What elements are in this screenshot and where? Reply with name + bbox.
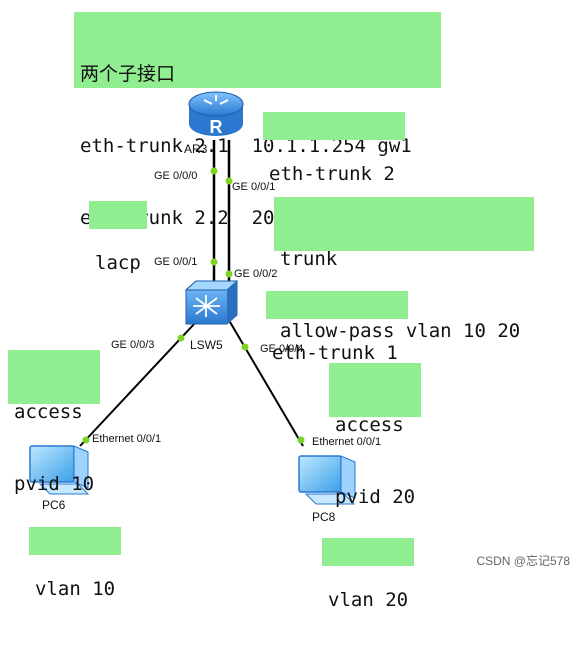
watermark: CSDN @忘记578: [476, 554, 570, 568]
subinterfaces-line-1: eth-trunk 2.1 10.1.1.254 gw1: [80, 135, 412, 157]
switch-name: LSW5: [190, 338, 223, 352]
trunk-line-1: trunk: [280, 248, 338, 270]
switch-eth-trunk-note: eth-trunk 1: [266, 291, 408, 364]
port-label-ar-ge000: GE 0/0/0: [154, 170, 198, 182]
switch-icon[interactable]: [184, 280, 239, 325]
vlan-left-label: vlan 10: [35, 578, 116, 600]
port-dot-ar-ge000: [210, 167, 218, 175]
port-dot-pc8: [297, 436, 305, 444]
port-label-ar-ge001: GE 0/0/1: [232, 181, 276, 193]
pc6-name: PC6: [42, 498, 66, 512]
port-label-sw-ge002: GE 0/0/2: [234, 268, 278, 280]
router-eth-trunk-label: eth-trunk 2: [269, 163, 395, 185]
trunk-line-2: allow-pass vlan 10 20: [280, 320, 521, 342]
lacp-label: lacp: [95, 252, 141, 274]
switch-eth-trunk-label: eth-trunk 1: [272, 342, 398, 364]
subinterfaces-note: 两个子接口 eth-trunk 2.1 10.1.1.254 gw1 eth-t…: [74, 12, 441, 229]
port-dot-sw-ge004: [241, 343, 249, 351]
link-sw-ge003-pc6: [79, 321, 197, 447]
access-pvid10-note: access pvid 10: [8, 350, 100, 495]
router-eth-trunk-note: eth-trunk 2: [263, 112, 405, 185]
port-dot-sw-ge003: [177, 334, 185, 342]
port-label-sw-ge004: GE 0/0/4: [260, 343, 304, 355]
link-sw-ge004-pc8: [229, 321, 304, 447]
router-name: AR3: [184, 142, 208, 156]
port-dot-sw-ge002: [225, 270, 233, 278]
access-pvid20-note: access pvid 20: [329, 363, 421, 508]
access-left-line-2: pvid 10: [14, 473, 95, 495]
pc-icon[interactable]: [298, 455, 356, 505]
access-left-line-1: access: [14, 401, 83, 423]
network-topology-diagram: R 两个子接口 eth-trunk 2.1 10.1.1.254 gw1 eth…: [8, 12, 570, 611]
port-dot-sw-ge001: [210, 258, 218, 266]
port-dot-pc6: [82, 436, 90, 444]
trunk-note: trunk allow-pass vlan 10 20: [274, 197, 534, 342]
vlan20-note: vlan 20: [322, 538, 414, 611]
pc8-name: PC8: [312, 510, 336, 524]
router-icon[interactable]: R: [188, 91, 244, 137]
subinterfaces-title: 两个子接口: [80, 63, 176, 85]
svg-text:R: R: [210, 117, 223, 137]
vlan-right-label: vlan 20: [328, 589, 409, 611]
port-label-sw-ge003: GE 0/0/3: [111, 339, 155, 351]
port-label-pc6-eth: Ethernet 0/0/1: [92, 433, 162, 445]
pc-icon[interactable]: [29, 445, 90, 495]
vlan10-note: vlan 10: [29, 527, 121, 600]
lacp-note: lacp: [89, 201, 147, 274]
topology-canvas: R: [29, 91, 356, 505]
access-right-line-2: pvid 20: [335, 486, 416, 508]
port-dot-ar-ge001: [225, 177, 233, 185]
port-label-sw-ge001: GE 0/0/1: [154, 256, 198, 268]
port-label-pc8-eth: Ethernet 0/0/1: [312, 436, 382, 448]
access-right-line-1: access: [335, 414, 404, 436]
